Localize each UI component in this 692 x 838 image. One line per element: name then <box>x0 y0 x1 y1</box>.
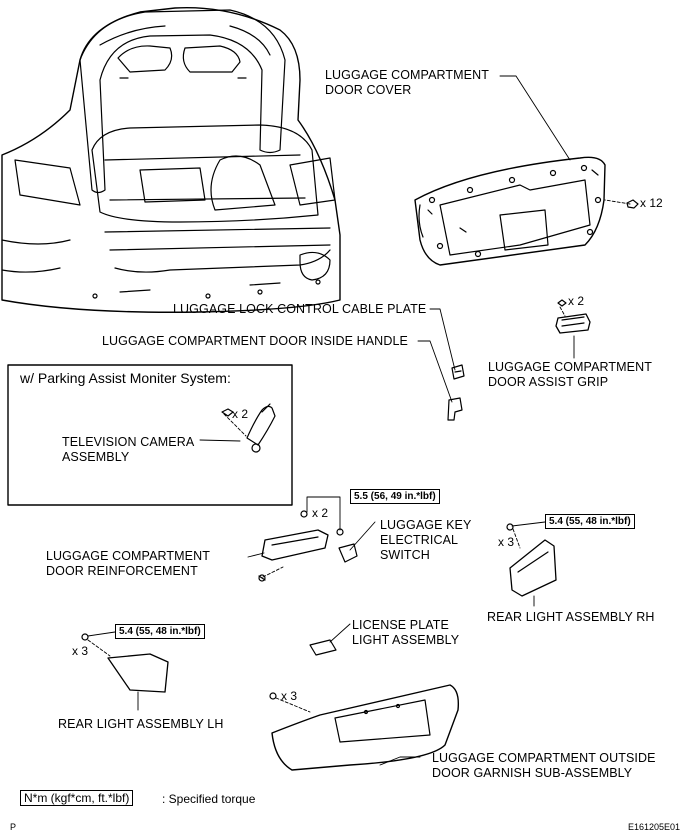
license-light-part <box>309 639 337 656</box>
assist-grip-label-line2: DOOR ASSIST GRIP <box>488 375 609 389</box>
tv-camera-label: TELEVISION CAMERA ASSEMBLY <box>62 435 194 465</box>
door-cover-label-line2: DOOR COVER <box>325 83 412 97</box>
legend-unit-box: N*m (kgf*cm, ft.*lbf) <box>20 790 134 806</box>
garnish-label-line2: DOOR GARNISH SUB-ASSEMBLY <box>432 766 633 780</box>
figure-code: E161205E01 <box>628 822 681 832</box>
inside-handle-label: LUGGAGE COMPARTMENT DOOR INSIDE HANDLE <box>102 334 408 348</box>
reinf-nut-qty: x 2 <box>312 506 329 520</box>
tv-camera-label-line2: ASSEMBLY <box>62 450 130 464</box>
key-switch-label-line2: ELECTRICAL <box>380 533 459 547</box>
lock-cable-plate-label: LUGGAGE LOCK CONTROL CABLE PLATE <box>173 302 427 316</box>
tv-camera-label-line1: TELEVISION CAMERA <box>62 435 195 449</box>
garnish-part <box>269 684 460 771</box>
license-light-label: LICENSE PLATE LIGHT ASSEMBLY <box>352 618 459 648</box>
garnish-label-line1: LUGGAGE COMPARTMENT OUTSIDE <box>432 751 656 765</box>
tv-camera-part <box>221 403 276 453</box>
reinforcement-label-line1: LUGGAGE COMPARTMENT <box>46 549 210 563</box>
legend-text: : Specified torque <box>162 792 256 806</box>
lh-nut-qty: x 3 <box>72 644 89 658</box>
rear-light-lh-part <box>81 633 169 693</box>
torque-rear-light-lh: 5.4 (55, 48 in.*lbf) <box>115 624 205 639</box>
reinforcement-part <box>258 510 344 582</box>
door-cover-label: LUGGAGE COMPARTMENT DOOR COVER <box>325 68 489 98</box>
corner-mark: P <box>10 822 17 832</box>
key-switch-label: LUGGAGE KEY ELECTRICAL SWITCH <box>380 518 471 563</box>
rear-light-lh-label: REAR LIGHT ASSEMBLY LH <box>58 717 224 731</box>
rear-light-rh-part <box>506 523 557 597</box>
torque-rear-light-rh: 5.4 (55, 48 in.*lbf) <box>545 514 635 529</box>
reinforcement-label: LUGGAGE COMPARTMENT DOOR REINFORCEMENT <box>46 549 210 579</box>
lock-cable-plate-part <box>451 364 465 380</box>
rear-light-rh-label: REAR LIGHT ASSEMBLY RH <box>487 610 655 624</box>
key-switch-label-line3: SWITCH <box>380 548 430 562</box>
torque-reinforcement: 5.5 (56, 49 in.*lbf) <box>350 489 440 504</box>
clip-icon <box>626 199 639 209</box>
garnish-label: LUGGAGE COMPARTMENT OUTSIDE DOOR GARNISH… <box>432 751 656 781</box>
vehicle-rear-illustration <box>1 6 341 313</box>
rh-nut-qty: x 3 <box>498 535 515 549</box>
license-light-label-line1: LICENSE PLATE <box>352 618 449 632</box>
assist-grip-label: LUGGAGE COMPARTMENT DOOR ASSIST GRIP <box>488 360 652 390</box>
leader-lines <box>87 75 631 766</box>
key-switch-label-line1: LUGGAGE KEY <box>380 518 472 532</box>
inset-border <box>7 364 293 506</box>
garnish-nut-qty: x 3 <box>281 689 298 703</box>
door-cover-part <box>414 156 606 266</box>
inside-handle-part <box>447 397 463 421</box>
cover-clip-qty: x 12 <box>640 196 663 210</box>
license-light-label-line2: LIGHT ASSEMBLY <box>352 633 460 647</box>
assist-grip-label-line1: LUGGAGE COMPARTMENT <box>488 360 652 374</box>
inset-title: w/ Parking Assist Moniter System: <box>20 370 231 386</box>
reinforcement-label-line2: DOOR REINFORCEMENT <box>46 564 198 578</box>
grip-screw-qty: x 2 <box>568 294 585 308</box>
door-cover-label-line1: LUGGAGE COMPARTMENT <box>325 68 489 82</box>
assist-grip-part <box>555 299 591 334</box>
camera-screw-qty: x 2 <box>232 407 249 421</box>
key-switch-part <box>338 543 358 563</box>
